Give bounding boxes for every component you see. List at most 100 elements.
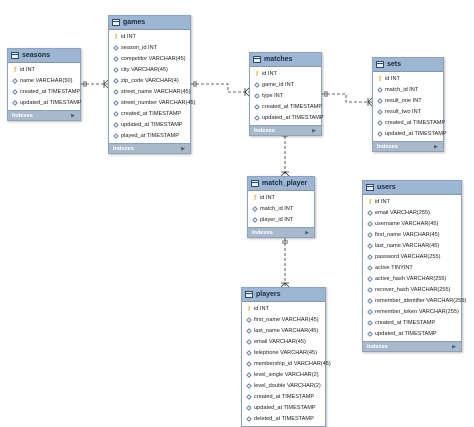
column-label: updated_at TIMESTAMP [375,330,437,337]
column-row[interactable]: level_single VARCHAR(2) [242,369,325,380]
column-row[interactable]: name VARCHAR(50) [8,75,80,86]
column-row[interactable]: first_name VARCHAR(45) [242,314,325,325]
column-row[interactable]: remember_token VARCHAR(255) [363,306,461,317]
column-row[interactable]: result_two INT [373,106,443,117]
column-row[interactable]: ⚷id INT [242,303,325,314]
column-row[interactable]: match_id INT [248,203,314,214]
column-row[interactable]: password VARCHAR(255) [363,251,461,262]
indexes-bar[interactable]: Indexes ▶ [248,227,314,237]
table-header[interactable]: sets [373,58,443,72]
column-row[interactable]: membership_id VARCHAR(45) [242,358,331,369]
column-row[interactable]: ⚷id INT [8,64,80,75]
column-row[interactable]: created_at TIMESTAMP [8,86,80,97]
column-label: id INT [20,66,35,73]
diamond-icon [377,119,383,126]
expand-arrow-icon[interactable]: ▶ [305,229,309,236]
indexes-bar[interactable]: Indexes ▶ [363,341,461,351]
column-row[interactable]: username VARCHAR(45) [363,218,461,229]
table-sets[interactable]: sets ⚷id INT match_id INT result_one INT re… [372,57,447,152]
column-row[interactable]: updated_at TIMESTAMP [109,119,190,130]
column-row[interactable]: updated_at TIMESTAMP [8,97,82,108]
column-row[interactable]: player_id INT [248,214,314,225]
column-row[interactable]: email VARCHAR(255) [363,207,461,218]
table-header[interactable]: match_player [248,177,314,191]
column-row[interactable]: telephone VARCHAR(45) [242,347,325,358]
column-row[interactable]: active TINYINT [363,262,461,273]
column-row[interactable]: created_at TIMESTAMP [373,117,446,128]
expand-arrow-icon[interactable]: ▶ [434,143,438,150]
column-row[interactable]: last_name VARCHAR(45) [363,240,461,251]
column-row[interactable]: season_id INT [109,42,190,53]
column-row[interactable]: ⚷id INT [250,68,321,79]
column-row[interactable]: ⚷id INT [109,31,190,42]
column-label: membership_id VARCHAR(45) [254,360,331,367]
column-row[interactable]: type INT [250,90,321,101]
expand-arrow-icon[interactable]: ▶ [312,127,316,134]
column-row[interactable]: first_name VARCHAR(45) [363,229,461,240]
column-row[interactable]: played_at TIMESTAMP [109,130,190,141]
column-row[interactable]: active_hash VARCHAR(255) [363,273,461,284]
indexes-bar[interactable]: Indexes ▶ [109,143,190,153]
table-header[interactable]: games [109,16,190,30]
key-icon: ⚷ [254,70,260,77]
column-label: updated_at TIMESTAMP [20,99,82,106]
column-label: match_id INT [385,86,419,93]
column-label: zip_code VARCHAR(4) [121,77,179,84]
table-icon [112,19,120,26]
expand-arrow-icon[interactable]: ▶ [181,145,185,152]
column-row[interactable]: created_at TIMESTAMP [363,317,461,328]
column-row[interactable]: zip_code VARCHAR(4) [109,75,190,86]
column-row[interactable]: match_id INT [373,84,443,95]
indexes-bar[interactable]: Indexes ▶ [8,110,80,120]
column-row[interactable]: level_double VARCHAR(2) [242,380,325,391]
indexes-bar[interactable]: Indexes ▶ [250,125,321,135]
column-row[interactable]: updated_at TIMESTAMP [363,328,461,339]
column-row[interactable]: remember_identifier VARCHAR(255) [363,295,466,306]
column-row[interactable]: last_name VARCHAR(45) [242,325,325,336]
expand-arrow-icon[interactable]: ▶ [452,343,456,350]
diamond-icon [246,404,252,411]
table-header[interactable]: users [363,181,461,195]
column-row[interactable]: street_number VARCHAR(45) [109,97,196,108]
column-row[interactable]: ⚷id INT [373,73,443,84]
column-row[interactable]: ⚷id INT [248,192,314,203]
column-label: updated_at TIMESTAMP [121,121,183,128]
column-label: created_at TIMESTAMP [385,119,446,126]
column-row[interactable]: email VARCHAR(45) [242,336,325,347]
column-row[interactable]: result_one INT [373,95,443,106]
column-label: result_two INT [385,108,422,115]
column-row[interactable]: deleted_at TIMESTAMP [242,413,325,424]
diamond-icon [367,275,373,282]
column-row[interactable]: created_at TIMESTAMP [109,108,190,119]
expand-arrow-icon[interactable]: ▶ [71,112,75,119]
column-row[interactable]: updated_at TIMESTAMP [242,402,325,413]
table-header[interactable]: matches [250,53,321,67]
column-label: telephone VARCHAR(45) [254,349,318,356]
diamond-icon [246,316,252,323]
table-header[interactable]: players [242,288,325,302]
column-row[interactable]: competitor VARCHAR(45) [109,53,190,64]
column-row[interactable]: created_at TIMESTAMP [242,391,325,402]
column-row[interactable]: street_name VARCHAR(45) [109,86,191,97]
diamond-icon [252,205,258,212]
column-row[interactable]: game_id INT [250,79,321,90]
column-row[interactable]: created_at TIMESTAMP [250,101,322,112]
rel-matches-match-player [280,131,290,177]
column-row[interactable]: ⚷id INT [363,196,461,207]
column-row[interactable]: recover_hash VARCHAR(255) [363,284,461,295]
table-header[interactable]: seasons [8,49,80,63]
column-row[interactable]: city VARCHAR(45) [109,64,190,75]
indexes-bar[interactable]: Indexes ▶ [373,141,443,151]
rel-match-player-players [280,238,290,288]
column-row[interactable]: updated_at TIMESTAMP [250,112,324,123]
key-icon: ⚷ [377,75,383,82]
column-label: id INT [262,70,277,77]
column-row[interactable]: updated_at TIMESTAMP [373,128,447,139]
